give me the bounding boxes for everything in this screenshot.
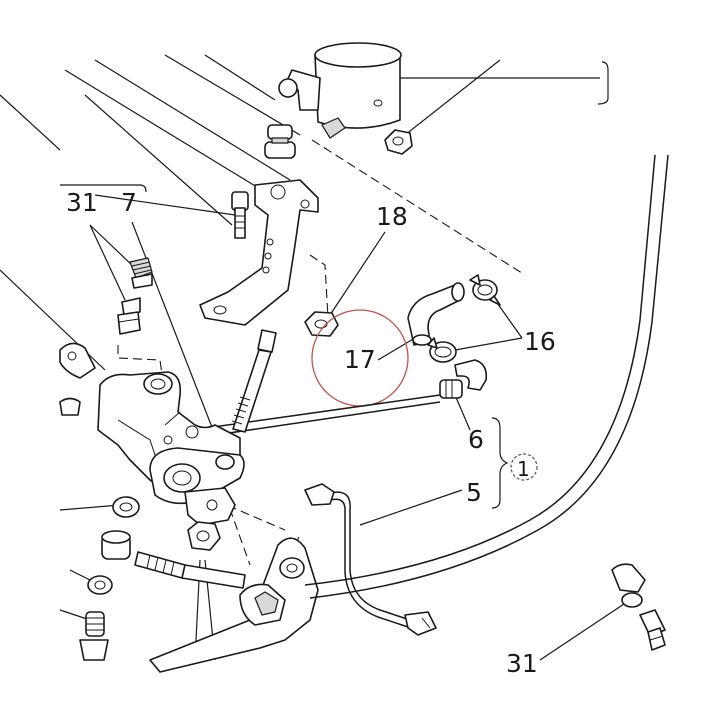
mounting-bracket	[199, 179, 319, 326]
fitting-bottom-right	[611, 563, 666, 651]
long-bolt-7	[231, 329, 277, 433]
callout-labels: 31 7 18 17 16 6 5 31 1	[66, 188, 556, 678]
nipple-31	[117, 297, 141, 335]
callout-16: 16	[524, 327, 556, 356]
tie-rod	[134, 551, 246, 589]
swivel-bushing	[149, 447, 245, 505]
fluid-pipe	[191, 394, 441, 439]
circled-1-symbol	[510, 453, 538, 481]
nut-bottom	[187, 521, 221, 551]
pump-unit	[264, 42, 402, 159]
hose-clamp-upper	[469, 274, 501, 306]
bleed-screw-31	[129, 257, 153, 289]
spring-left	[79, 611, 109, 661]
callout-17: 17	[344, 345, 376, 374]
washer-left-upper	[112, 496, 140, 518]
nut-18	[304, 311, 339, 337]
callout-5: 5	[466, 478, 482, 507]
hose-clamp-lower	[427, 337, 457, 363]
nut-top-right	[384, 129, 413, 155]
callout-18: 18	[376, 202, 408, 231]
lower-control-arm	[149, 537, 319, 673]
bolt-bracket	[231, 191, 249, 239]
callout-6: 6	[468, 425, 484, 454]
lever-arm	[184, 487, 236, 526]
hose-elbow	[407, 282, 465, 346]
elbow-fitting-6	[439, 359, 488, 399]
callout-31-bottom: 31	[506, 649, 538, 678]
left-housing-tab	[59, 342, 96, 416]
callout-7: 7	[121, 188, 137, 217]
group-brackets	[60, 61, 609, 509]
washer-left-lower	[87, 575, 113, 595]
bushing-left	[101, 530, 131, 560]
sensor-cable	[304, 483, 437, 636]
brake-line-5	[304, 154, 669, 599]
callout-31-top: 31	[66, 188, 98, 217]
circled-1-label: 1	[517, 457, 530, 481]
leader-lines	[0, 54, 631, 661]
